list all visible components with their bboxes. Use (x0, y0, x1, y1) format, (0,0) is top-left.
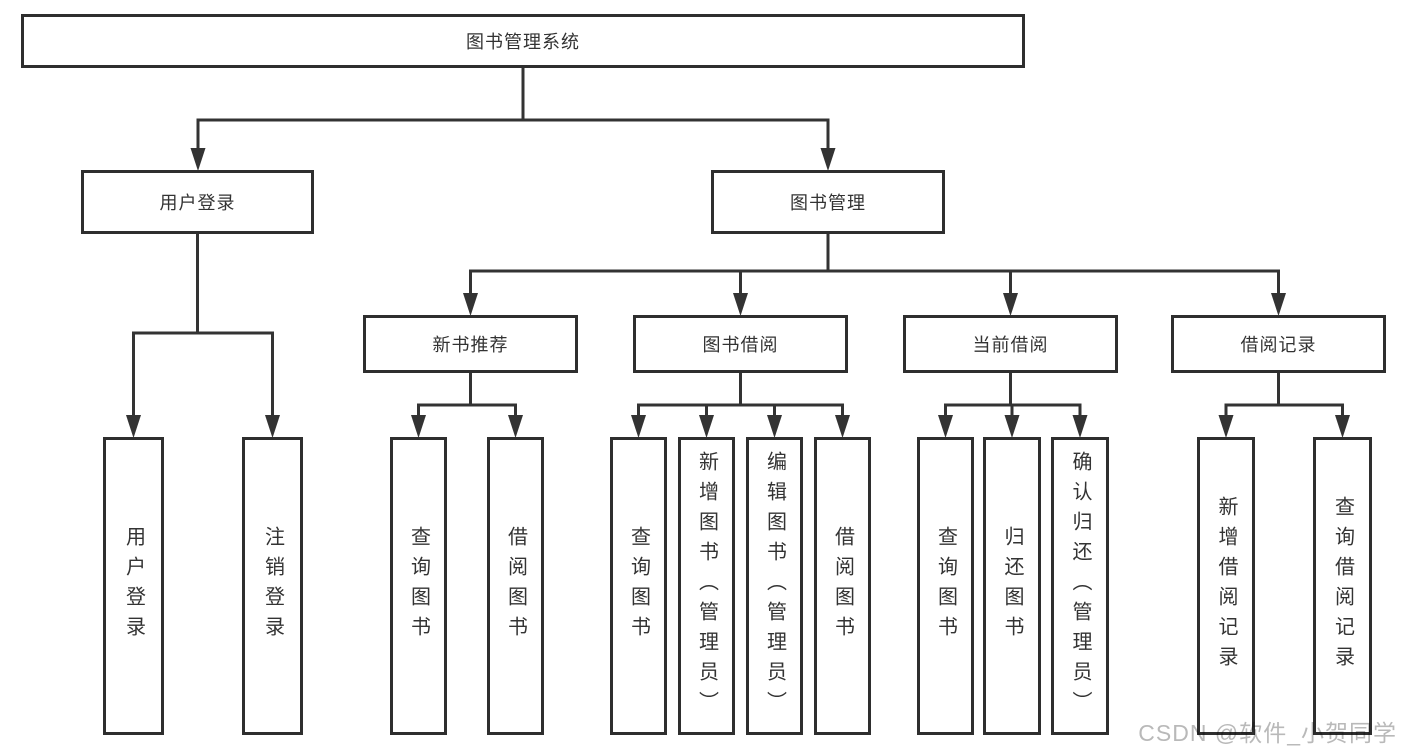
leaf-logout: 注销登录 (242, 437, 303, 735)
leaf-label: 借阅图书 (831, 526, 854, 646)
node-book-borrow: 图书借阅 (633, 315, 848, 373)
leaf-label: 用户登录 (122, 526, 145, 646)
leaf-label: 注销登录 (261, 526, 284, 646)
leaf-query-books-borrow: 查询图书 (610, 437, 667, 735)
node-borrow-records: 借阅记录 (1171, 315, 1386, 373)
leaf-label: 编辑图书（管理员） (763, 451, 786, 721)
node-label: 借阅记录 (1240, 335, 1317, 355)
leaf-label: 新增图书（管理员） (695, 451, 718, 721)
leaf-label: 新增借阅记录 (1215, 496, 1237, 676)
node-label: 图书管理系统 (466, 32, 580, 52)
leaf-label: 借阅图书 (504, 526, 527, 646)
leaf-query-books-recommend: 查询图书 (390, 437, 447, 735)
leaf-label: 查询图书 (934, 526, 957, 646)
leaf-user-login: 用户登录 (103, 437, 164, 735)
leaf-label: 查询借阅记录 (1331, 496, 1354, 676)
leaf-label: 查询图书 (627, 526, 650, 646)
leaf-borrow-books: 借阅图书 (814, 437, 871, 735)
node-current-borrow: 当前借阅 (903, 315, 1118, 373)
leaf-label: 查询图书 (407, 526, 430, 646)
node-new-book-recommend: 新书推荐 (363, 315, 578, 373)
leaf-query-borrow-record: 查询借阅记录 (1313, 437, 1372, 735)
leaf-confirm-return-admin: 确认归还（管理员） (1051, 437, 1109, 735)
leaf-add-borrow-record: 新增借阅记录 (1197, 437, 1255, 735)
leaf-label: 确认归还（管理员） (1069, 451, 1091, 721)
leaf-query-books-current: 查询图书 (917, 437, 974, 735)
leaf-return-books: 归还图书 (983, 437, 1041, 735)
node-label: 当前借阅 (972, 335, 1049, 355)
node-label: 新书推荐 (432, 335, 509, 355)
node-book-management: 图书管理 (711, 170, 945, 234)
node-label: 用户登录 (159, 193, 236, 213)
node-label: 图书管理 (790, 193, 866, 213)
node-user-login: 用户登录 (81, 170, 314, 234)
node-library-management-system: 图书管理系统 (21, 14, 1025, 68)
leaf-add-books-admin: 新增图书（管理员） (678, 437, 735, 735)
leaf-label: 归还图书 (1001, 526, 1023, 646)
leaf-borrow-books-recommend: 借阅图书 (487, 437, 544, 735)
node-label: 图书借阅 (702, 335, 779, 355)
leaf-edit-books-admin: 编辑图书（管理员） (746, 437, 803, 735)
